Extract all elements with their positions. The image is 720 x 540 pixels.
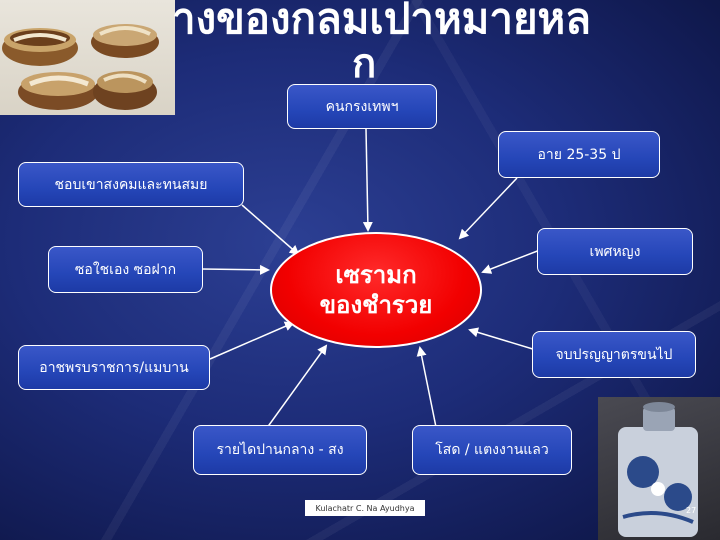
node-gender-female: เพศหญง xyxy=(537,228,693,275)
node-marital-status: โสด / แตงงานแลว xyxy=(412,425,572,475)
arrow-from-status xyxy=(416,346,438,433)
node-education: จบปรญญาตรขนไป xyxy=(532,331,696,378)
arrow-from-personal xyxy=(201,264,270,275)
node-social-modern: ชอบเขาสงคมและทนสมย xyxy=(18,162,244,207)
footer-author: Kulachatr C. Na Ayudhya xyxy=(305,500,425,516)
arrow-from-occupation xyxy=(209,321,295,360)
center-node-ceramic-gifts: เซรามก ของชำรวย xyxy=(270,232,482,348)
node-age-range: อาย 25-35 ป xyxy=(498,131,660,178)
arrow-from-income xyxy=(263,344,328,433)
arrow-from-top xyxy=(362,128,373,232)
center-node-line1: เซรามก xyxy=(335,261,417,289)
node-occupation: อาชพรบราชการ/แมบาน xyxy=(18,345,210,390)
slide-title: างของกลมเปาหมายหล xyxy=(172,0,591,43)
slide-title-continued: ก xyxy=(352,41,377,87)
node-buy-for-self-or-gift: ซอใชเอง ซอฝาก xyxy=(48,246,203,293)
page-number: 27 xyxy=(686,506,697,515)
arrow-from-education xyxy=(468,327,537,351)
arrow-from-gender xyxy=(481,249,541,274)
node-income-level: รายไดปานกลาง - สง xyxy=(193,425,367,475)
center-node-line2: ของชำรวย xyxy=(319,291,433,319)
ceramic-jar-image xyxy=(598,397,720,540)
node-bangkok-residents: คนกรงเทพฯ xyxy=(287,84,437,129)
arrow-from-age xyxy=(458,177,518,240)
ceramic-bowls-image xyxy=(0,0,175,115)
arrow-from-social xyxy=(241,204,300,256)
